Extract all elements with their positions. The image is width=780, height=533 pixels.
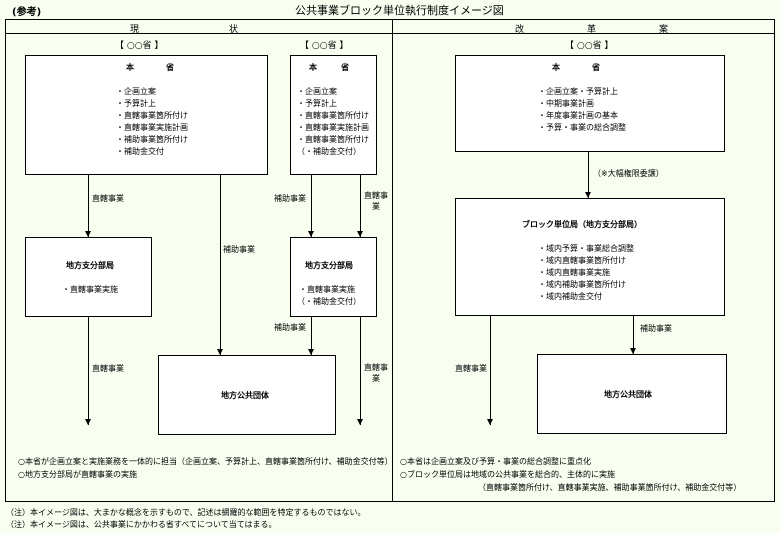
list-item: ・域内補助事業箇所付け [538,280,626,289]
ref-label: (参考) [12,7,42,18]
right-heading: 改 革 案 [515,25,669,35]
list-item: ・直轄事業実施計画 [116,123,188,132]
left-note-2: ○地方支分部局が直轄事業の実施 [18,470,137,479]
left-chiho2-item: （・補助金交付） [297,297,361,306]
left-honsho2-title: 本 省 [309,63,349,72]
list-item: ・直轄事業箇所付け [297,111,369,120]
label-chokkatsu: 直轄事業 [364,191,388,211]
label-chokkatsu: 直轄事業 [455,364,487,373]
left-chiho1-title: 地方支分部局 [66,261,114,270]
list-item: ・予算・事業の総合調整 [538,123,626,132]
label-hojo: 補助事業 [223,245,255,254]
right-block-box: ブロック単位局（地方支分部局） ・域内予算・事業総合調整 ・域内直轄事業箇所付け… [455,198,725,316]
page-title: 公共事業ブロック単位執行制度イメージ図 [295,4,504,17]
left-kokyo-title: 地方公共団体 [221,391,269,400]
left-heading: 現 状 [130,25,239,35]
right-kokyo-title: 地方公共団体 [604,390,652,399]
list-item: ・直轄事業実施計画 [297,123,369,132]
label-chokkatsu: 直轄事業 [92,194,124,203]
list-item: ・域内直轄事業実施 [538,268,610,277]
right-block-title: ブロック単位局（地方支分部局） [522,220,642,229]
right-kokyo-box: 地方公共団体 [537,354,727,434]
list-item: ・中期事業計画 [538,99,594,108]
list-item: ・予算計上 [297,99,337,108]
left-ministry1-label: 【 ○○省 】 [115,41,164,51]
footnote-1: （注）本イメージ図は、大まかな概念を示すもので、記述は網羅的な範囲を特定するもの… [6,508,366,517]
right-honsho-title: 本 省 [552,63,600,72]
list-item: ・企画立案 [297,87,337,96]
right-ministry-label: 【 ○○省 】 [565,41,614,51]
right-honsho-list: ・企画立案・予算計上 ・中期事業計画 ・年度事業計画の基本 ・予算・事業の総合調… [538,86,626,134]
left-ministry2-label: 【 ○○省 】 [300,41,349,51]
label-chokkatsu: 直轄事業 [92,364,124,373]
arrow-note: （※大幅権限委譲） [593,169,664,178]
right-note-2: ○ブロック単位局は地域の公共事業を総合的、主体的に実施 [400,470,615,479]
main-frame [5,19,775,502]
footnote-2: （注）本イメージ図は、公共事業にかかわる省すべてについて当てはまる。 [6,520,277,529]
list-item: ・予算計上 [116,99,156,108]
left-kokyo-box: 地方公共団体 [158,355,336,435]
list-item: ・直轄事業箇所付け [297,135,369,144]
right-block-list: ・域内予算・事業総合調整 ・域内直轄事業箇所付け ・域内直轄事業実施 ・域内補助… [538,243,634,303]
label-hojo: 補助事業 [274,323,306,332]
right-honsho-box: 本 省 ・企画立案・予算計上 ・中期事業計画 ・年度事業計画の基本 ・予算・事業… [455,55,725,152]
left-chiho2-box: 地方支分部局 ・直轄事業実施 （・補助金交付） [290,237,377,317]
left-honsho1-box: 本 省 ・企画立案 ・予算計上 ・直轄事業箇所付け ・直轄事業実施計画 ・補助事… [25,55,268,175]
right-note-3: （直轄事業箇所付け、直轄事業実施、補助事業箇所付け、補助金交付等） [478,483,742,492]
list-item: ・直轄事業箇所付け [116,111,188,120]
left-note-1: ○本省が企画立案と実施業務を一体的に担当（企画立案、予算計上、直轄事業箇所付け、… [18,457,393,466]
label-chokkatsu: 直轄事業 [364,363,388,383]
left-chiho2-title: 地方支分部局 [305,261,353,270]
right-note-1: ○本省は企画立案及び予算・事業の総合調整に重点化 [400,457,591,466]
list-item: ・域内予算・事業総合調整 [538,244,634,253]
list-item: ・域内補助金交付 [538,292,602,301]
left-honsho2-list: ・企画立案 ・予算計上 ・直轄事業箇所付け ・直轄事業実施計画 ・直轄事業箇所付… [297,86,369,158]
list-item: ・域内直轄事業箇所付け [538,256,626,265]
label-hojo: 補助事業 [274,194,306,203]
list-item: （・補助金交付） [297,147,361,156]
left-chiho1-box: 地方支分部局 ・直轄事業実施 [25,237,152,317]
left-honsho2-box: 本 省 ・企画立案 ・予算計上 ・直轄事業箇所付け ・直轄事業実施計画 ・直轄事… [290,55,377,175]
list-item: ・企画立案・予算計上 [538,87,618,96]
left-chiho1-item: ・直轄事業実施 [62,285,118,294]
list-item: ・年度事業計画の基本 [538,111,618,120]
list-item: ・企画立案 [116,87,156,96]
list-item: ・補助金交付 [116,147,164,156]
label-hojo: 補助事業 [640,324,672,333]
left-chiho2-item: ・直轄事業実施 [299,285,355,294]
left-honsho1-title: 本 省 [126,63,174,72]
left-honsho1-list: ・企画立案 ・予算計上 ・直轄事業箇所付け ・直轄事業実施計画 ・補助事業箇所付… [116,86,188,158]
list-item: ・補助事業箇所付け [116,135,188,144]
